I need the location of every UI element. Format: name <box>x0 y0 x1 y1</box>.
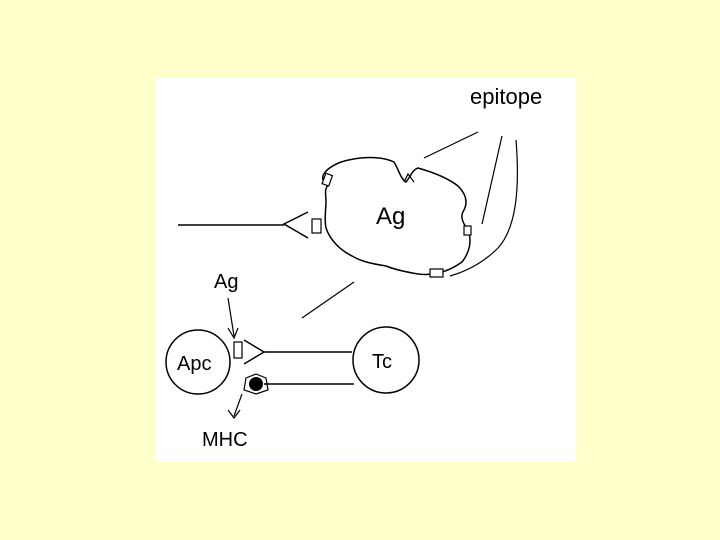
epitope-marker-top-left <box>321 172 334 187</box>
diagram-panel: epitope Ag Ag Apc <box>156 78 576 462</box>
epitope-marker-bottom <box>429 268 444 278</box>
antigen-large-label: Ag <box>376 203 405 230</box>
epitope-label: epitope <box>470 84 542 109</box>
mhc-molecule <box>249 377 263 391</box>
epitope-pointer-3 <box>449 139 518 277</box>
antigen-fragment <box>233 341 243 359</box>
receptor-wedge <box>282 211 309 239</box>
epitope-pointer-1 <box>423 131 479 159</box>
epitope-pointer-2 <box>481 135 503 225</box>
antigen-small-arrowhead <box>227 327 239 340</box>
tcr-wedge <box>243 339 266 365</box>
epitope-marker-left <box>311 218 322 234</box>
tc-label: Tc <box>372 351 392 373</box>
mhc-arrowhead <box>227 409 241 419</box>
antigen-presentation-diagram: epitope Ag Ag Apc <box>165 84 542 451</box>
epitope-marker-top <box>403 172 415 183</box>
mhc-binding-site <box>243 373 269 395</box>
mhc-label: MHC <box>202 429 248 451</box>
tc-cell <box>352 326 420 394</box>
apc-cell <box>165 329 231 395</box>
epitope-marker-right <box>463 225 472 236</box>
apc-label: Apc <box>177 353 211 375</box>
antigen-small-arrow <box>227 297 235 337</box>
antigen-small-label: Ag <box>214 271 238 293</box>
mhc-arrow <box>233 393 243 417</box>
zoom-connector-line <box>301 281 355 319</box>
